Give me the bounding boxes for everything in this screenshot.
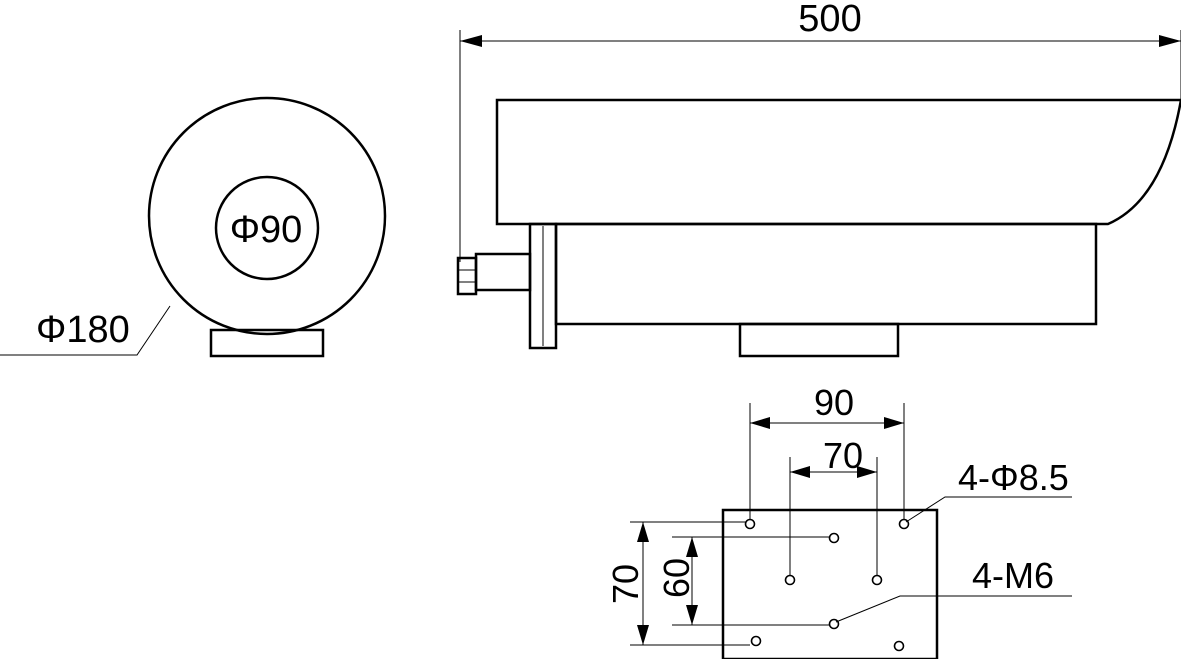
front-mount-foot [209,328,325,358]
outer-diameter-leader [0,305,171,356]
base-plate [721,508,939,659]
housing-body [554,222,1098,326]
dim60v-arrow-top [686,537,698,557]
cable-gland-nut [456,256,478,296]
outer-diameter-label: Φ180 [36,309,130,351]
side-view: 500 [456,0,1181,358]
base-plate-view: 90 70 70 60 [605,382,1072,659]
tapped-hole [828,532,840,544]
dim60v-arrow-bottom [686,605,698,625]
through-hole [750,635,762,647]
through-holes-label: 4-Φ8.5 [958,457,1069,498]
length-arrow-right [1159,35,1181,47]
cable-gland-body [474,252,532,292]
tapped-holes-leader [835,595,1072,623]
tapped-hole [784,574,796,586]
outer-circle [147,96,387,336]
tapped-hole [871,574,883,586]
length-arrow-left [460,35,482,47]
dim70v-arrow-bottom [637,625,649,645]
sun-shield [495,98,1181,226]
dim90-arrow-left [750,417,770,429]
through-hole [744,518,756,530]
side-mount-block [738,322,900,358]
through-holes-leader [905,496,1072,523]
tapped-hole [828,618,840,630]
front-view: Φ90 Φ180 [0,96,387,358]
dim90-arrow-right [884,417,904,429]
dim70v-arrow-top [637,522,649,542]
hole-group [744,518,910,652]
inner-hole-spacing-label: 70 [823,435,863,476]
overall-length-label: 500 [798,0,861,40]
inner-vertical-spacing-label: 60 [656,558,697,598]
inner-circle [214,175,320,281]
inner-diameter-label: Φ90 [230,209,303,251]
outer-hole-spacing-label: 90 [814,382,854,423]
tapped-holes-label: 4-M6 [972,555,1054,596]
dim70h-arrow-right [857,466,877,478]
dim70h-arrow-left [790,466,810,478]
through-hole [893,640,905,652]
outer-vertical-spacing-label: 70 [605,564,646,604]
